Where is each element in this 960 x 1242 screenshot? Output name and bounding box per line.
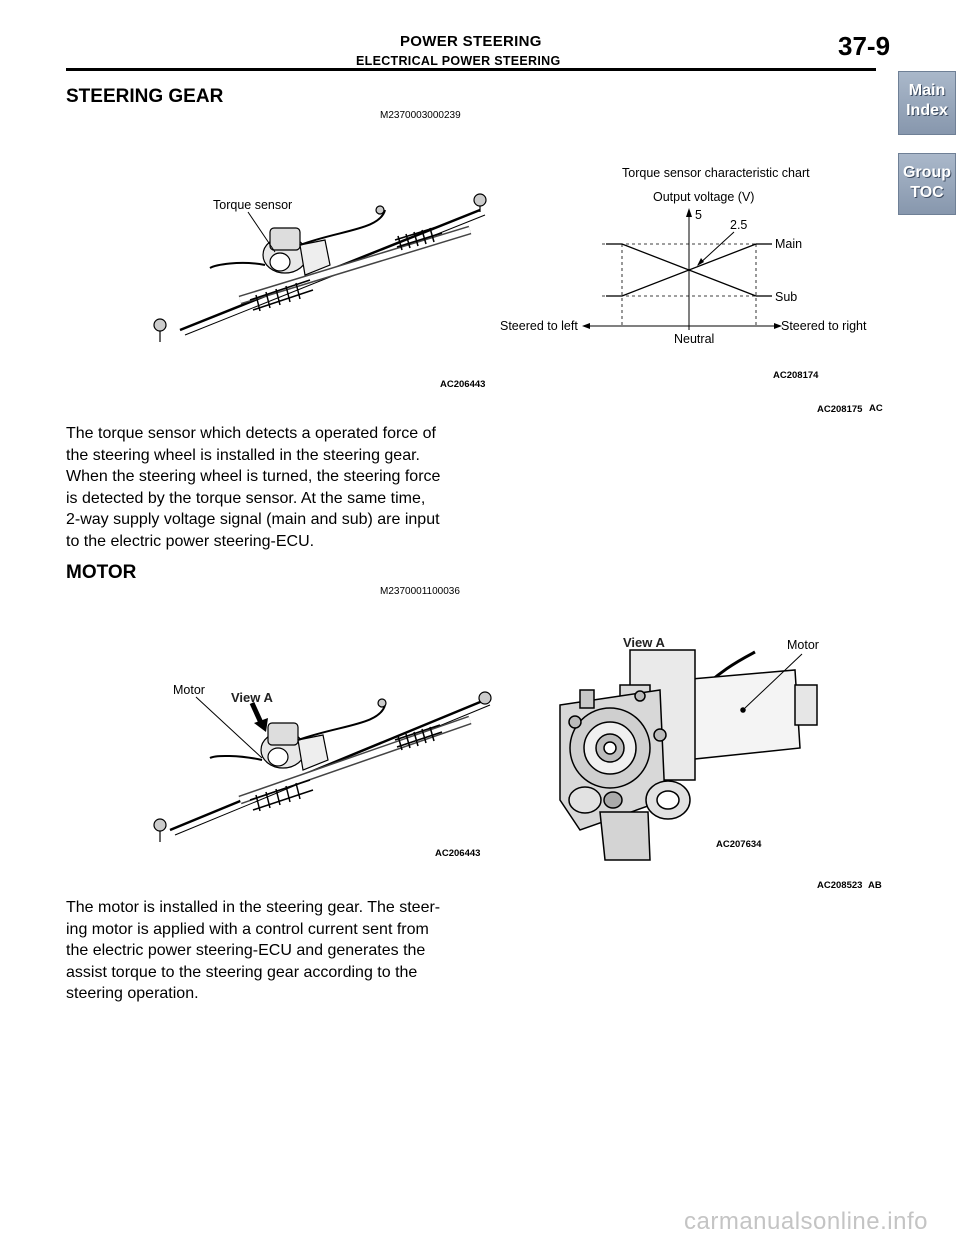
main-index-label-2: Index: [906, 102, 948, 119]
main-index-button[interactable]: Main Index: [898, 71, 956, 135]
paragraph-line: the steering wheel is installed in the s…: [66, 446, 420, 464]
paragraph-line: is detected by the torque sensor. At the…: [66, 489, 426, 507]
torque-sensor-label: Torque sensor: [213, 198, 292, 212]
section-title: POWER STEERING: [400, 33, 542, 50]
figure1-left-code: AC206443: [440, 379, 485, 390]
figure2-suffix: AB: [868, 880, 882, 891]
chart-ylabel: Output voltage (V): [653, 190, 754, 204]
chart-label-left: Steered to left: [500, 319, 578, 333]
main-index-label-1: Main: [908, 82, 946, 99]
torque-sensor-chart: Torque sensor characteristic chart Outpu…: [500, 166, 867, 381]
motor-heading: MOTOR: [66, 562, 137, 583]
figure1-code: AC208175: [817, 404, 863, 415]
paragraph-line: to the electric power steering-ECU.: [66, 532, 315, 550]
motor-label-right: Motor: [787, 638, 819, 652]
chart-code: AC208174: [773, 370, 819, 381]
chart-label-right: Steered to right: [781, 319, 867, 333]
group-toc-label-2: TOC: [910, 184, 944, 201]
group-toc-button[interactable]: Group TOC: [898, 153, 956, 215]
paragraph-line: the electric power steering-ECU and gene…: [66, 942, 426, 960]
page-number: 37-9: [838, 31, 891, 61]
chart-title: Torque sensor characteristic chart: [622, 166, 810, 180]
paragraph-line: The motor is installed in the steering g…: [66, 899, 441, 916]
paragraph-line: ing motor is applied with a control curr…: [66, 920, 429, 938]
chart-tick-2-5: 2.5: [730, 218, 747, 232]
motor-figure: Motor View A AC206443 View A Motor AC207…: [153, 635, 890, 895]
subsection-title: ELECTRICAL POWER STEERING: [356, 54, 561, 68]
view-a-label-right: View A: [623, 635, 666, 650]
group-toc-label-1: Group: [903, 164, 951, 181]
chart-label-main: Main: [775, 237, 802, 251]
steering-gear-doc-code: M2370003000239: [380, 110, 461, 121]
figure2-right-code: AC207634: [716, 839, 762, 850]
steering-gear-paragraph: The torque sensor which detects a operat…: [66, 423, 486, 553]
chart-label-neutral: Neutral: [674, 332, 714, 346]
motor-doc-code: M2370001100036: [380, 586, 460, 597]
chart-tick-5: 5: [695, 208, 702, 222]
figure2-left-code: AC206443: [435, 848, 480, 859]
steering-gear-heading: STEERING GEAR: [66, 86, 224, 107]
paragraph-line: 2-way supply voltage signal (main and su…: [66, 511, 440, 529]
motor-paragraph: The motor is installed in the steering g…: [66, 897, 486, 1005]
figure2-code: AC208523: [817, 880, 862, 891]
paragraph-line: steering operation.: [66, 985, 199, 1003]
figure1-suffix: AC: [869, 403, 883, 414]
motor-closeup-illustration: [545, 649, 890, 895]
motor-steering-gear-illustration: [153, 691, 492, 842]
paragraph-line: The torque sensor which detects a operat…: [66, 425, 436, 442]
paragraph-line: When the steering wheel is turned, the s…: [66, 468, 441, 486]
steering-gear-figure: Torque sensor AC206443 Torque sensor cha…: [153, 166, 883, 415]
watermark: carmanualsonline.info: [684, 1208, 928, 1235]
motor-label-left: Motor: [173, 683, 205, 697]
header-rule: [66, 68, 876, 71]
chart-label-sub: Sub: [775, 290, 797, 304]
steering-gear-illustration: [153, 193, 487, 342]
paragraph-line: assist torque to the steering gear accor…: [66, 963, 418, 981]
view-a-label-left: View A: [231, 690, 274, 705]
